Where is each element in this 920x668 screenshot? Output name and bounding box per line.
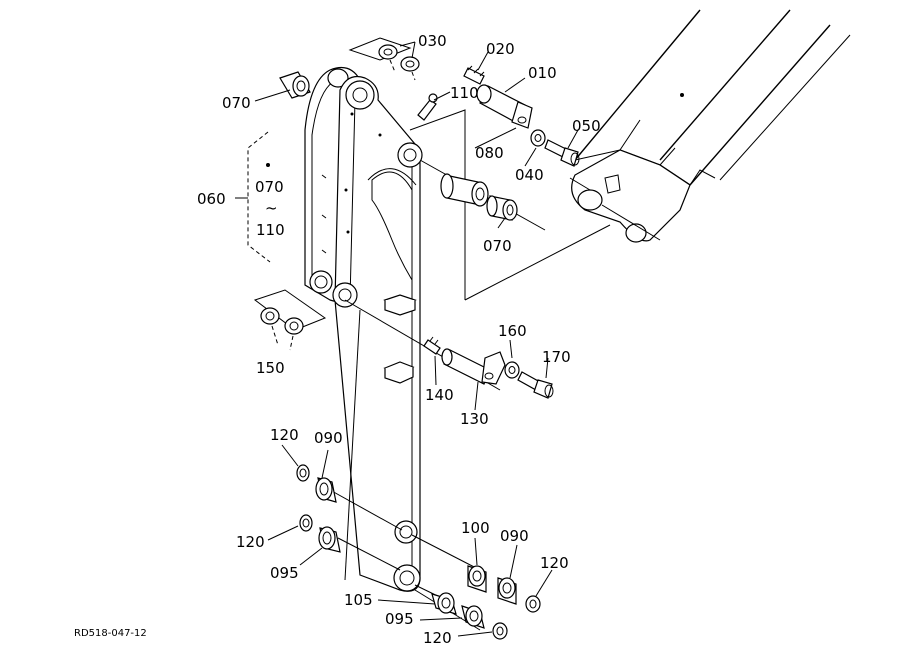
label-160: 160 [498,322,527,340]
label-tilde: ~ [265,199,278,217]
middle-bushings [440,173,518,221]
label-050: 050 [572,117,601,135]
arm-brackets [383,294,417,384]
label-090-a: 090 [314,429,343,447]
group-bracket-060 [235,131,271,263]
part-labels: 030 020 010 070 110 050 080 040 060 070 … [74,32,601,647]
label-060: 060 [197,190,226,208]
label-090-b: 090 [500,527,529,545]
label-095-a: 095 [270,564,299,582]
lower-left-bushings [296,464,403,571]
arm-main-body [321,75,423,592]
drawing-code: RD518-047-12 [74,628,147,639]
label-120-c: 120 [540,554,569,572]
label-140: 140 [425,386,454,404]
label-120-b: 120 [236,533,265,551]
label-130: 130 [460,410,489,428]
top-pin-parts [279,37,580,167]
label-110-group: 110 [256,221,285,239]
label-150: 150 [256,359,285,377]
label-095-b: 095 [385,610,414,628]
label-030: 030 [418,32,447,50]
label-010: 010 [528,64,557,82]
label-070-mid: 070 [483,237,512,255]
label-110-top: 110 [450,84,479,102]
label-120-d: 120 [423,629,452,647]
label-170: 170 [542,348,571,366]
lower-right-bushings [411,534,541,640]
label-120-a: 120 [270,426,299,444]
label-105: 105 [344,591,373,609]
washers-150 [253,289,327,351]
label-080: 080 [475,144,504,162]
label-020: 020 [486,40,515,58]
label-040: 040 [515,166,544,184]
middle-pin-group [344,299,554,399]
label-100: 100 [461,519,490,537]
label-070-top: 070 [222,94,251,112]
label-070-group: 070 [255,178,284,196]
leader-lines [254,41,591,637]
boom-structure [571,9,851,243]
